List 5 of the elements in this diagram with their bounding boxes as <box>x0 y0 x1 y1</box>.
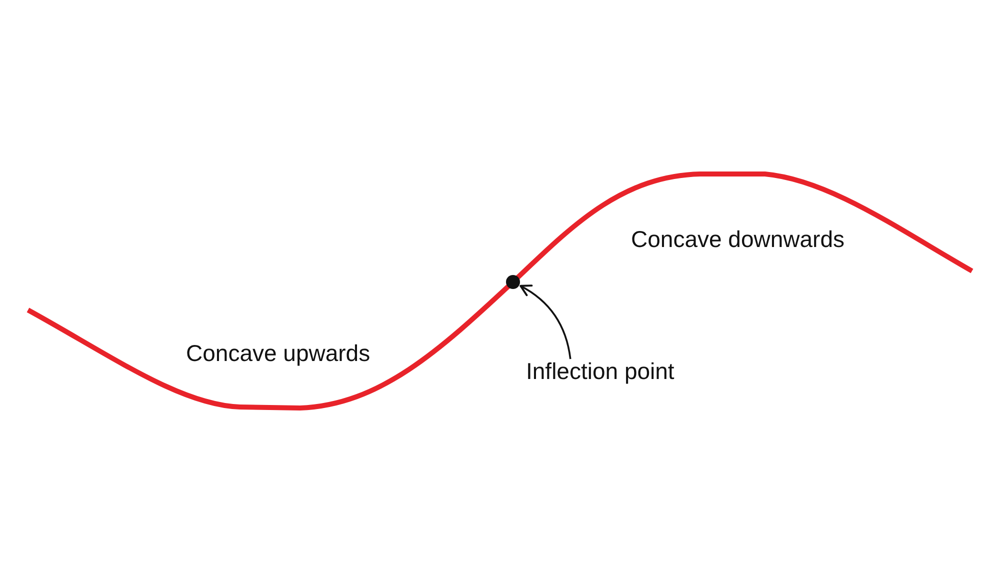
region-label: Concave downwards <box>631 226 845 252</box>
region-label: Concave upwards <box>186 340 370 366</box>
leader-arrow <box>520 284 572 360</box>
point-marker <box>506 275 520 289</box>
callout-label: Inflection point <box>526 358 674 384</box>
